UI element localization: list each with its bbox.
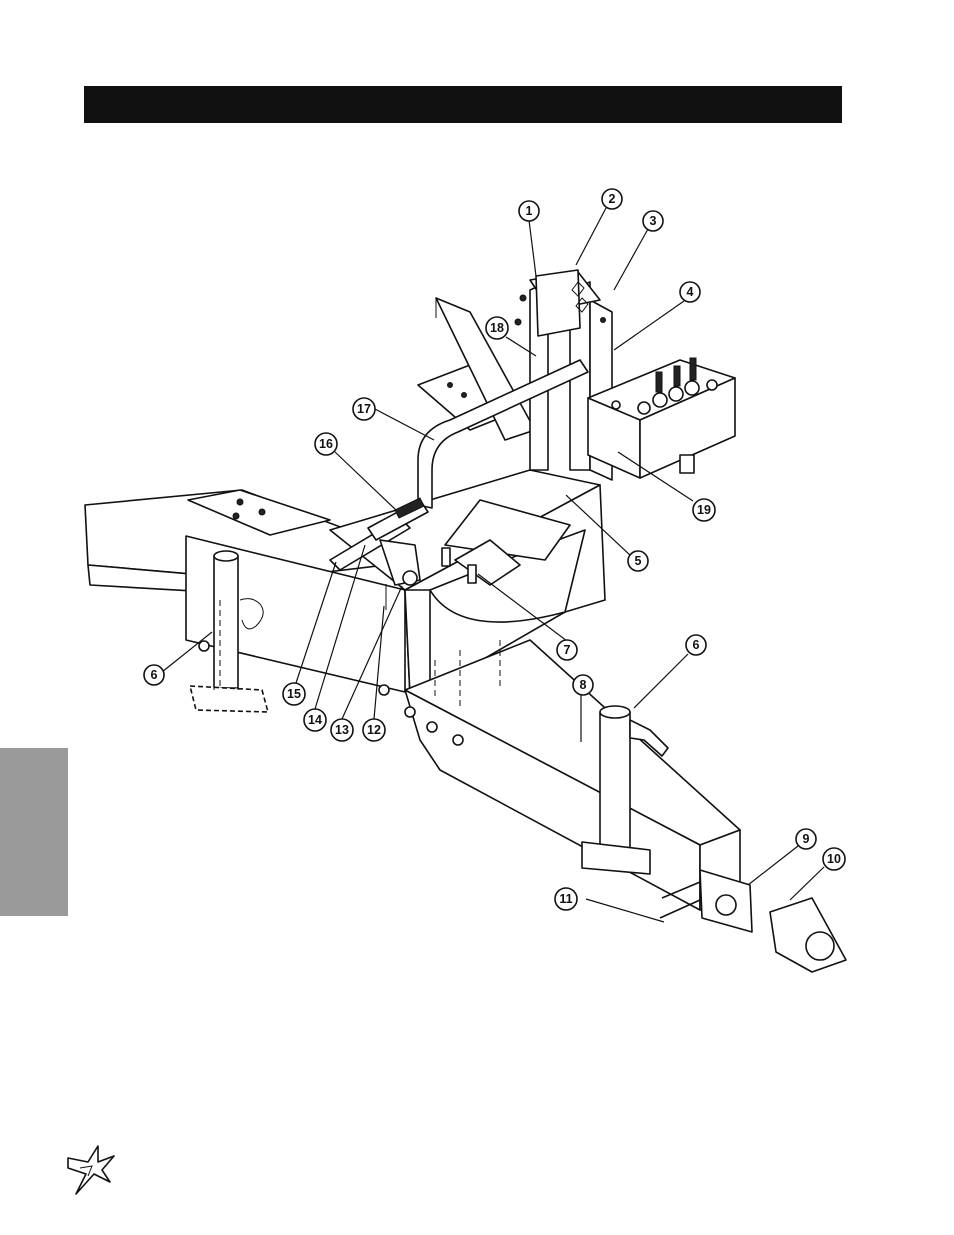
callout-16: 16 [315, 433, 337, 455]
callout-9: 9 [796, 829, 816, 849]
svg-text:2: 2 [609, 192, 616, 206]
callout-3: 3 [643, 211, 663, 231]
callout-18: 18 [486, 317, 508, 339]
svg-text:17: 17 [357, 402, 371, 416]
svg-text:11: 11 [559, 892, 572, 906]
callout-12: 12 [363, 719, 385, 741]
callout-1: 1 [519, 201, 539, 221]
callout-17: 17 [353, 398, 375, 420]
star-burst-icon [68, 1146, 114, 1194]
svg-text:14: 14 [308, 713, 322, 727]
callout-4: 4 [680, 282, 700, 302]
svg-text:1: 1 [526, 204, 533, 218]
svg-text:8: 8 [580, 678, 587, 692]
svg-text:13: 13 [335, 723, 349, 737]
callout-19: 19 [693, 499, 715, 521]
callout-13: 13 [331, 719, 353, 741]
svg-text:18: 18 [490, 321, 504, 335]
callout-7: 7 [557, 640, 577, 660]
svg-text:7: 7 [564, 643, 571, 657]
svg-text:15: 15 [287, 687, 301, 701]
svg-text:9: 9 [803, 832, 810, 846]
callout-5: 5 [628, 551, 648, 571]
svg-text:12: 12 [367, 723, 381, 737]
svg-text:6: 6 [693, 638, 700, 652]
svg-text:5: 5 [635, 554, 642, 568]
callout-11: 11 [555, 888, 577, 910]
svg-text:3: 3 [650, 214, 657, 228]
svg-text:10: 10 [827, 852, 841, 866]
callout-2: 2 [602, 189, 622, 209]
svg-text:4: 4 [687, 285, 694, 299]
callout-15: 15 [283, 683, 305, 705]
frame-drawing [85, 270, 846, 972]
svg-text:19: 19 [697, 503, 711, 517]
svg-text:6: 6 [151, 668, 158, 682]
callout-14: 14 [304, 709, 326, 731]
callout-6-right: 6 [686, 635, 706, 655]
callout-6-left: 6 [144, 665, 164, 685]
svg-text:16: 16 [319, 437, 333, 451]
callout-10: 10 [823, 848, 845, 870]
callout-8: 8 [573, 675, 593, 695]
